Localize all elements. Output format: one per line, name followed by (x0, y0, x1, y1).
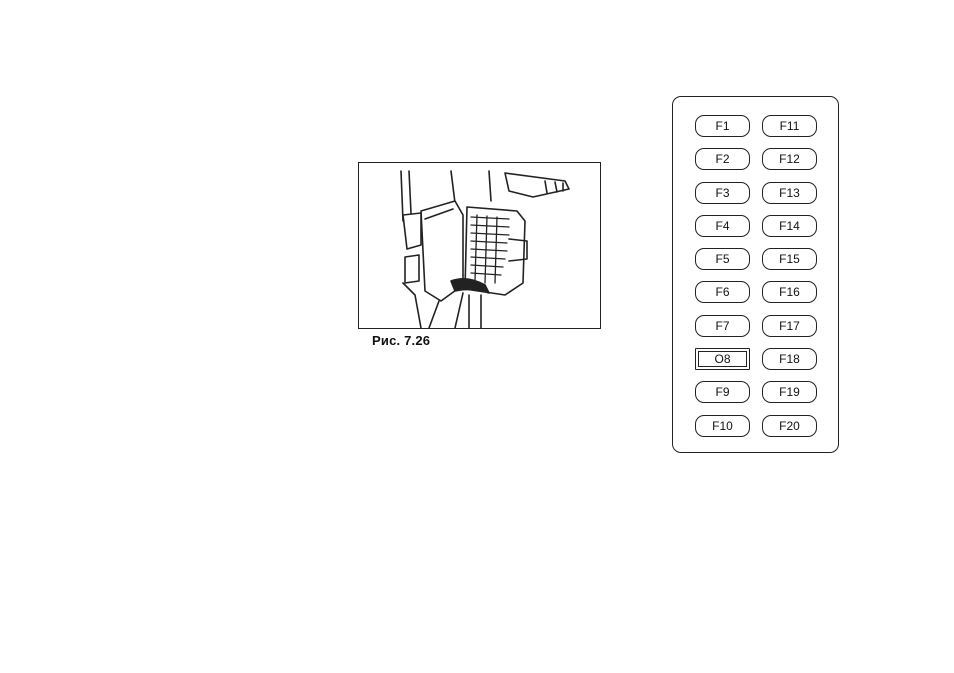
pillar-edge-line (489, 171, 491, 201)
fuse-panel: F1 F11 F2 F12 F3 F13 F4 F14 F5 F15 F6 F1… (672, 96, 839, 453)
fuse-f2: F2 (695, 148, 750, 170)
fuse-f20: F20 (762, 415, 817, 437)
pillar-edge-line (409, 171, 411, 213)
fuse-f6: F6 (695, 281, 750, 303)
fuse-f18: F18 (762, 348, 817, 370)
fuse-f11: F11 (762, 115, 817, 137)
fuse-f1: F1 (695, 115, 750, 137)
fuse-f19: F19 (762, 381, 817, 403)
fuse-f10: F10 (695, 415, 750, 437)
fuse-f13: F13 (762, 182, 817, 204)
fuse-f17: F17 (762, 315, 817, 337)
support-lines (403, 283, 421, 328)
fuse-f9: F9 (695, 381, 750, 403)
fuse-f3: F3 (695, 182, 750, 204)
bracket-outline (405, 255, 419, 283)
fuse-box-illustration (358, 162, 601, 329)
fuse-o8: O8 (695, 348, 750, 370)
fuse-f12: F12 (762, 148, 817, 170)
fuse-o8-label: O8 (698, 351, 747, 367)
pillar-edge-line (451, 171, 455, 203)
bracket-outline (403, 213, 421, 249)
fuse-f16: F16 (762, 281, 817, 303)
pillar-edge-line (401, 171, 403, 221)
tool-outline (505, 173, 569, 197)
fuse-box-drawing (359, 163, 601, 329)
fuse-f5: F5 (695, 248, 750, 270)
fuse-f4: F4 (695, 215, 750, 237)
fuse-f7: F7 (695, 315, 750, 337)
fuse-f15: F15 (762, 248, 817, 270)
fuse-f14: F14 (762, 215, 817, 237)
fuse-grid: F1 F11 F2 F12 F3 F13 F4 F14 F5 F15 F6 F1… (695, 115, 817, 437)
figure-caption: Рис. 7.26 (372, 333, 430, 348)
